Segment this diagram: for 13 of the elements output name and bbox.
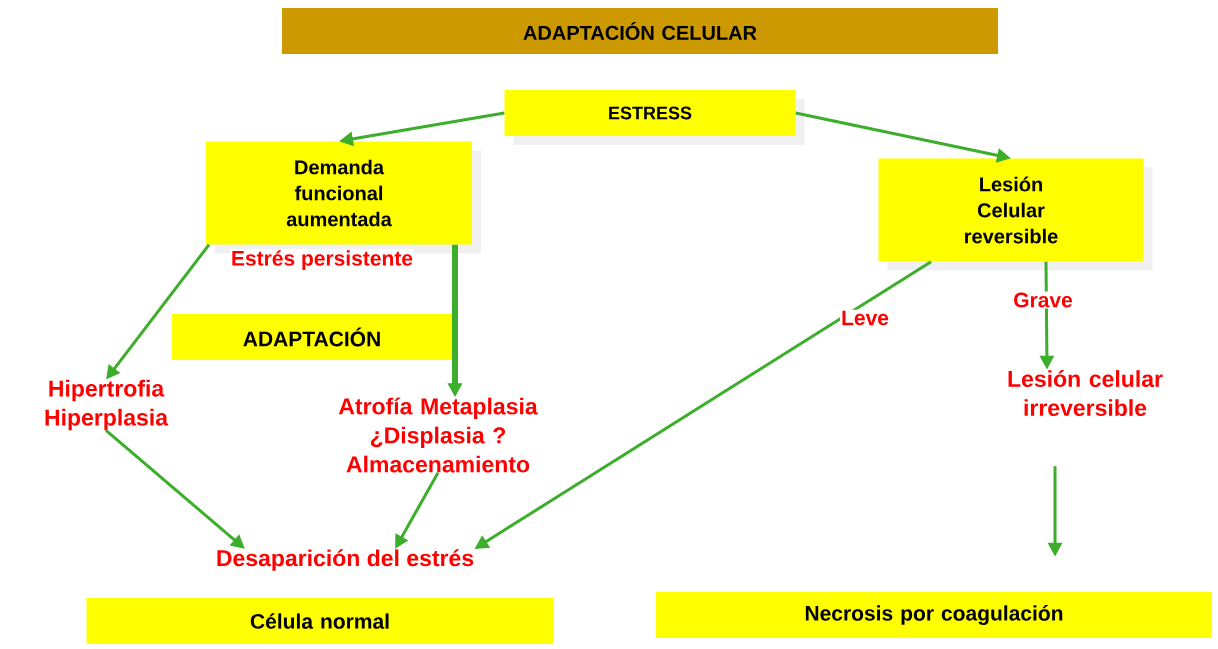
node-label: Desaparición del estrés — [217, 549, 474, 571]
annotation-label: Estrés persistente — [229, 249, 415, 271]
process-box: ADAPTACIÓN — [172, 314, 452, 360]
process-box: Necrosis por coagulación — [656, 592, 1212, 638]
process-box: ESTRESS — [504, 90, 805, 145]
node-label: Hipertrofia Hiperplasia — [45, 379, 169, 431]
process-box: Lesión Celular reversible — [878, 158, 1153, 271]
edge-label: Leve — [840, 309, 890, 327]
edge-label: Grave — [1012, 291, 1074, 309]
node-label: Lesión celular irreversible — [1008, 369, 1163, 417]
title-box: ADAPTACIÓN CELULAR — [282, 8, 998, 54]
process-box: Célula normal — [86, 598, 554, 644]
node-label: Atrofía Metaplasia ¿Displasia ? Almacenamiento — [338, 397, 538, 473]
